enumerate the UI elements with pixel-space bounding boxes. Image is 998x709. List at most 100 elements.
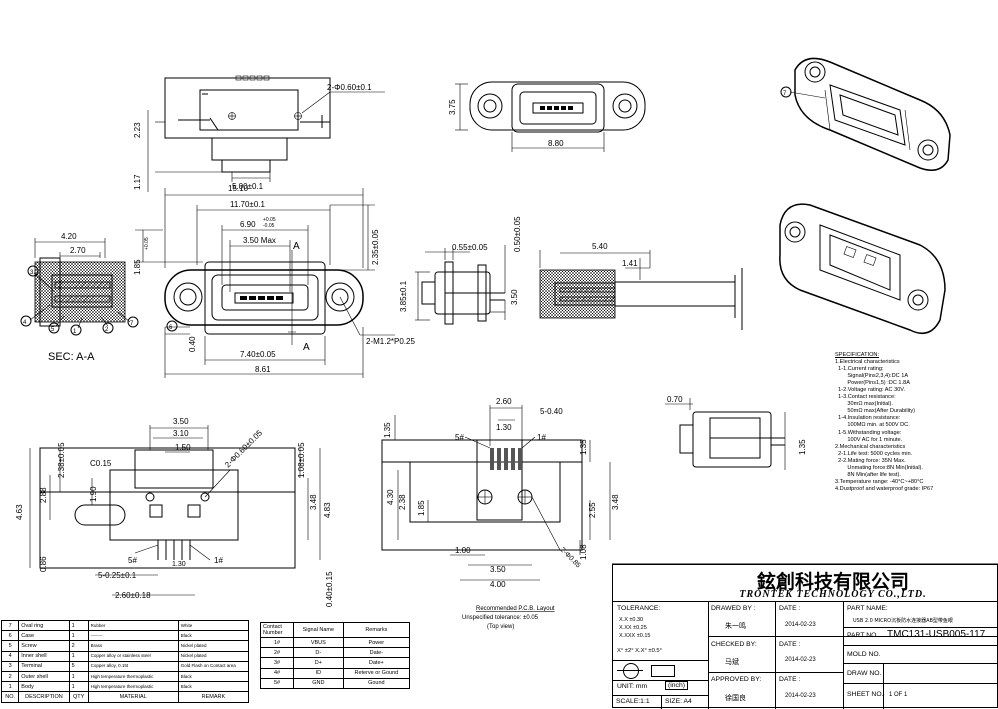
projection-symbol-icon [623,663,639,679]
tolerance-angle: X° ±2° X.X° ±0.5° [617,648,662,654]
dim-2-35: 2.35±0.05 [371,229,380,265]
pcb-dim-1-30: 1.30 [496,423,512,432]
spec-line: 30mΩ max(Initial). [835,401,893,408]
dim-4-63: 4.63 [15,504,24,520]
balloon-1: 1 [73,329,77,335]
bom-cell-desc: Oval ring [18,619,70,632]
bom-cell-qty: 5 [68,660,89,672]
part-no-value: TMC131-USB005-117 [887,629,986,640]
bom-cell-rem: Black [177,670,250,683]
pcb-dim-2-55: 2.55 [588,502,597,518]
dim-2-23: 2.23 [133,122,142,138]
signal-cell-n: 1# [260,636,294,649]
pcb-dim-4-30: 4.30 [386,489,395,505]
signal-cell-s: D+ [293,657,344,669]
pcb-dim-1-08: 1.08 [579,544,588,560]
section-mark-a-top: A [293,241,300,252]
balloon-4: 4 [23,320,27,326]
balloon-2: 2 [105,327,109,333]
dim-2-70: 2.70 [70,246,86,255]
signal-cell-r: Power [342,636,411,649]
pcb-dim-5-040: 5-0.40 [540,407,563,416]
mold-no-label: MOLD NO. [847,651,881,658]
signal-cell-r: Date+ [342,657,411,669]
bom-cell-rem: Nickel plated [177,640,250,652]
dim-0-50: 0.50±0.05 [513,216,522,252]
bom-footer-cell: REMARK [177,691,250,703]
spec-line: 1-5.Withstanding voltage: [835,429,902,436]
date-2: 2014-02-23 [785,657,816,663]
dim-3-85: 3.85±0.1 [399,280,408,312]
unit-inch: (inch) [665,681,688,690]
bom-cell-desc: Outer shell [18,670,70,683]
part-name-value: USB 2.0 MICRO沉板防水连接器AB型带鱼眼 [853,618,953,624]
tolerance-x: X.X ±0.30 [619,617,644,623]
pcb-dim-3-50: 3.50 [490,565,506,574]
bom-cell-mat: -------- [87,630,179,642]
signal-cell-n: 3# [260,657,294,669]
bom-cell-rem: White [177,619,250,632]
isometric-view-bottom [779,203,946,335]
signal-cell-r: Gound [342,677,411,689]
bom-cell-no: 3 [0,660,20,672]
spec-line: SPECIFICATION: [835,352,880,358]
spec-line: 1-4.Insulation resistance: [835,415,901,422]
bottom-view [29,425,321,596]
signal-cell-n: 4# [260,667,294,679]
unit-label: UNIT: mm [617,683,648,690]
pcb-dim-1-85: 1.85 [417,500,426,516]
dim-5-40: 5.40 [592,242,608,251]
bom-cell-no: 2 [0,670,20,683]
signal-cell-n: 2# [260,647,294,659]
drawn-by-name: 朱一鸣 [725,622,746,630]
balloon-7: 7 [130,321,134,327]
bom-footer-cell: NO. [0,691,20,703]
dim-1-85-tol: +0.05 [144,237,150,250]
bom-cell-mat: Brass [87,640,179,652]
side-section-view [539,250,743,330]
dim-1-17: 1.17 [133,174,142,190]
date-3: 2014-02-23 [785,693,816,699]
balloon-5: 5 [51,327,55,333]
spec-line: Signal(Pins2,3,4):DC 1A [835,373,909,380]
signal-row: 3#D+Date+ [260,657,411,669]
checked-by-name: 马斌 [725,658,739,666]
dim-phi-060-a: 2-Φ0.60±0.1 [327,83,372,92]
pcb-caption-2: Unspecified tolerance: ±0.05 [462,615,539,621]
dim-1-50: 1.50 [175,443,191,452]
bom-cell-mat: High temperature thermoplastic [87,681,179,693]
dim-4-20: 4.20 [61,232,77,241]
bom-cell-desc: Case [18,630,70,642]
bom-cell-qty: 1 [68,670,89,683]
company-name-en: TRONTEK TECHNOLOGY CO.,LTD. [739,589,927,600]
dim-1-90: 1.90 [89,486,98,502]
pcb-dim-4-00: 4.00 [490,580,506,589]
dim-6-90-tol-minus: -0.05 [263,223,275,229]
bom-cell-desc: Terminal [18,660,70,672]
company-name-cn: 鉉創科技有限公司 [756,571,909,593]
date-label-1: DATE : [779,605,801,612]
dim-6-90: 6.90 [240,220,256,229]
dim-phi-060-b: 2-Φ0.60±0.05 [223,428,264,469]
dim-6-90-tol-plus: +0.05 [263,217,276,223]
tolerance-label: TOLERANCE: [617,605,661,612]
bom-cell-no: 5 [0,640,20,652]
section-label: SEC: A-A [48,351,95,363]
approved-by-name: 徐国良 [725,694,746,702]
bom-cell-mat: Copper alloy or stainless steel [87,650,179,662]
bom-cell-qty: 1 [68,650,89,662]
spec-line: 100MΩ min. at 500V DC. [835,422,910,429]
pcb-caption-1: Recommended P.C.B. Layout [476,606,555,612]
balloon-6: 6 [169,325,173,331]
spec-line: 2-2.Mating force: 35N Max. [835,457,906,464]
projection-cone-icon [651,665,675,677]
dim-11-70: 11.70±0.1 [230,200,265,209]
signal-cell-s: VBUS [293,636,344,649]
dim-0-40-b: 0.40±0.15 [325,571,334,607]
